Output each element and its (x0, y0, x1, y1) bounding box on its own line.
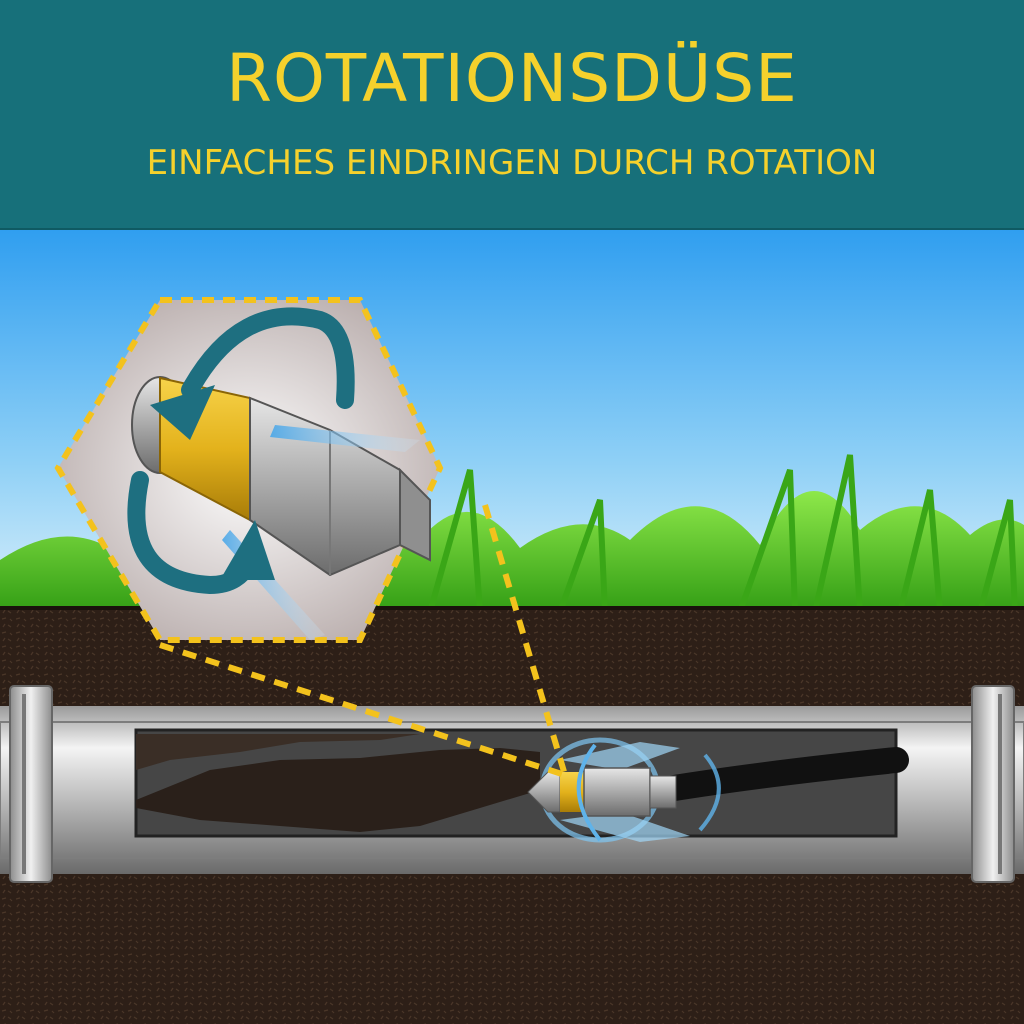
rotation-arrow-icon (181, 307, 355, 409)
page-subtitle: EINFACHES EINDRINGEN DURCH ROTATION (146, 143, 878, 183)
zoom-detail (54, 297, 444, 643)
pipe-flange-left (9, 685, 53, 883)
hose (637, 747, 909, 805)
header-banner: ROTATIONSDÜSE EINFACHES EINDRINGEN DURCH… (0, 0, 1024, 230)
pipe-flange-right (971, 685, 1015, 883)
nozzle-icon (527, 737, 721, 843)
blockage (136, 748, 540, 832)
water-jet-icon (270, 425, 420, 452)
page-title: ROTATIONSDÜSE (226, 40, 798, 117)
pipe (0, 685, 1024, 883)
